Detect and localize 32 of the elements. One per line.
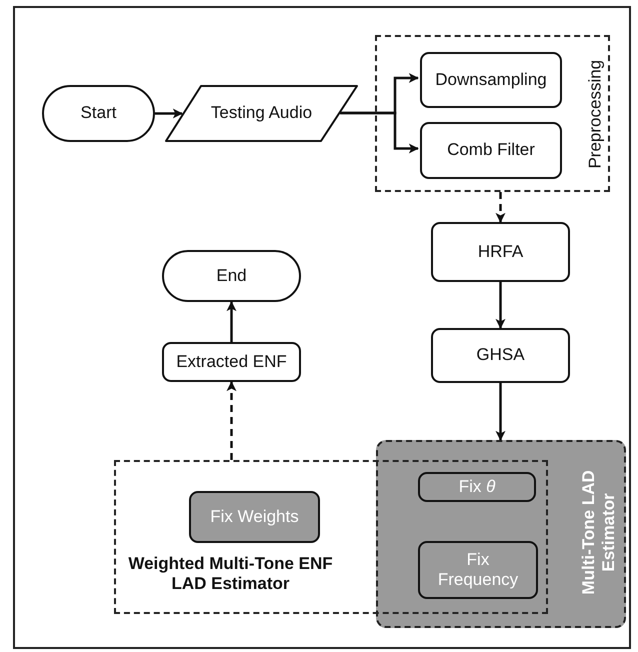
- shaded-process-box: [189, 491, 320, 543]
- node-label: Fix Weights: [209, 506, 300, 528]
- node-label: GHSA: [475, 344, 526, 366]
- input-parallelogram: [165, 85, 358, 142]
- process-box: [431, 222, 570, 282]
- process-box: [420, 122, 562, 179]
- process-box: [431, 328, 570, 383]
- node-label: Testing Audio: [210, 102, 314, 124]
- arrow: [155, 108, 183, 118]
- process-box: [162, 342, 301, 382]
- arrow: [496, 383, 506, 441]
- node-label: Comb Filter: [446, 139, 536, 162]
- node-label: Multi-Tone LAD Estimator: [578, 470, 619, 595]
- arrow: [340, 112, 419, 154]
- shaded-process-box: [418, 541, 538, 599]
- terminator-shape: [162, 250, 301, 302]
- arrow: [226, 381, 236, 460]
- node-label: HRFA: [476, 240, 524, 263]
- arrow: [226, 301, 236, 342]
- node-label: Downsampling: [434, 68, 548, 91]
- process-box: [420, 52, 562, 108]
- node-label: Fix θ: [458, 476, 496, 498]
- node-label: Extracted ENF: [175, 350, 288, 373]
- arrow: [496, 192, 506, 223]
- node-label: Weighted Multi-Tone ENF LAD Estimator: [128, 554, 333, 595]
- shaded-process-box: [418, 472, 536, 502]
- arrow: [496, 282, 506, 329]
- node-label: End: [215, 264, 248, 287]
- node-label: Start: [80, 102, 118, 124]
- node-label: Fix Frequency: [436, 548, 520, 591]
- dashed-group: [375, 35, 610, 192]
- node-label: Preprocessing: [584, 58, 605, 170]
